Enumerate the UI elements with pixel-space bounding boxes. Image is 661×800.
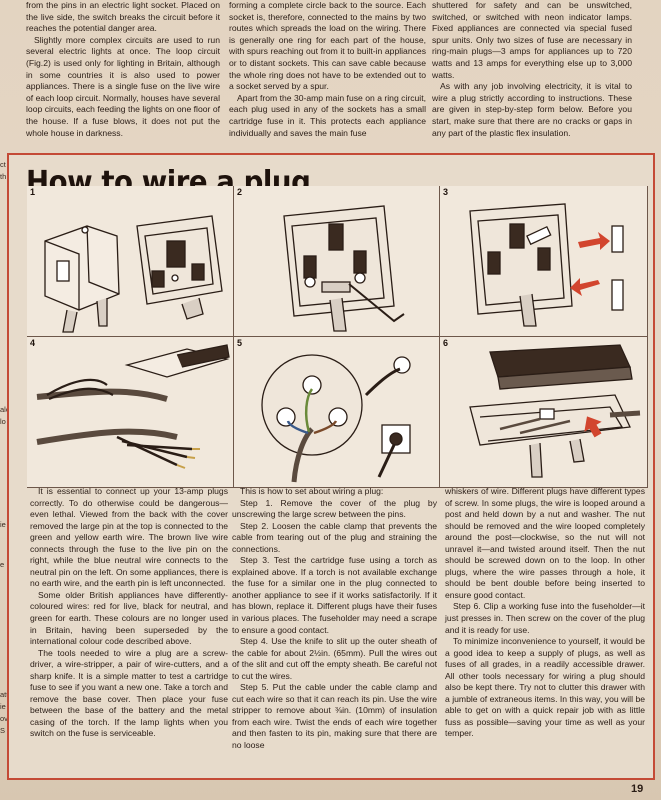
paragraph: Step 3. Test the cartridge fuse using a … <box>232 555 437 635</box>
top-column-2: forming a complete circle back to the so… <box>229 0 426 139</box>
replace-cover-drawing <box>469 344 641 478</box>
how-to-wire-plug-box: How to wire a plug 1 <box>7 153 655 780</box>
feature-body-column-3: whiskers of wire. Different plugs have d… <box>445 486 645 740</box>
paragraph: forming a complete circle back to the so… <box>229 0 426 92</box>
margin-fragment: ove <box>0 714 8 723</box>
strip-cable-sheath-drawing <box>36 344 230 469</box>
panel-number: 4 <box>30 338 36 348</box>
panel-number: 3 <box>443 187 449 197</box>
feature-body-column-2: This is how to set about wiring a plug: … <box>232 486 437 752</box>
paragraph: shuttered for safety and can be unswitch… <box>432 0 632 80</box>
margin-fragment: S <box>0 726 6 735</box>
margin-fragment: lo <box>0 417 6 426</box>
panel-number: 6 <box>443 338 449 348</box>
paragraph: This is how to set about wiring a plug: <box>240 486 384 496</box>
paragraph: Step 2. Loosen the cable clamp that prev… <box>232 520 437 554</box>
panel-number: 2 <box>237 187 243 197</box>
paragraph: whiskers of wire. Different plugs have d… <box>445 486 645 600</box>
margin-fragment: alo <box>0 405 8 414</box>
test-fuse-drawing <box>469 203 624 327</box>
paragraph: As with any job involving electricity, i… <box>432 81 632 138</box>
paragraph: from the pins in an electric light socke… <box>26 0 220 34</box>
illustration-panel-4: 4 <box>27 337 234 488</box>
margin-fragment: ie <box>0 520 6 529</box>
panel-number: 5 <box>237 338 243 348</box>
illustration-panel-1: 1 <box>27 186 234 337</box>
margin-fragment: atte <box>0 690 8 699</box>
paragraph: The tools needed to wire a plug are a sc… <box>30 647 228 739</box>
paragraph: Step 4. Use the knife to slit up the out… <box>232 636 437 681</box>
paragraph: Step 5. Put the cable under the cable cl… <box>232 682 437 751</box>
feature-body-column-1: It is essential to connect up your 13-am… <box>30 486 228 740</box>
illustration-panel-2: 2 <box>234 186 440 337</box>
top-column-3: shuttered for safety and can be unswitch… <box>432 0 632 139</box>
illustration-panel-6: 6 <box>440 337 648 488</box>
panel-number: 1 <box>30 187 36 197</box>
paragraph: Step 1. Remove the cover of the plug by … <box>232 497 437 520</box>
page-number: 19 <box>631 783 644 795</box>
illustration-panel-5: 5 <box>234 337 440 488</box>
paragraph: Slightly more complex circuits are used … <box>26 34 220 138</box>
connect-wires-drawing <box>261 354 411 483</box>
margin-fragment: th <box>0 172 7 181</box>
paragraph: It is essential to connect up your 13-am… <box>30 486 228 589</box>
paragraph: Some older British appliances have diffe… <box>30 589 228 647</box>
paragraph: To minimize inconvenience to yourself, i… <box>445 636 645 739</box>
margin-fragment: ie <box>0 702 6 711</box>
plug-cover-removed-drawing <box>44 215 223 333</box>
margin-fragment: ct <box>0 160 6 169</box>
loosen-cable-clamp-drawing <box>283 205 405 332</box>
margin-fragment: e <box>0 560 5 569</box>
paragraph: Apart from the 30-amp main fuse on a rin… <box>229 92 426 138</box>
top-column-1: from the pins in an electric light socke… <box>26 0 220 139</box>
paragraph: Step 6. Clip a working fuse into the fus… <box>445 601 645 635</box>
illustration-panel-3: 3 <box>440 186 648 337</box>
